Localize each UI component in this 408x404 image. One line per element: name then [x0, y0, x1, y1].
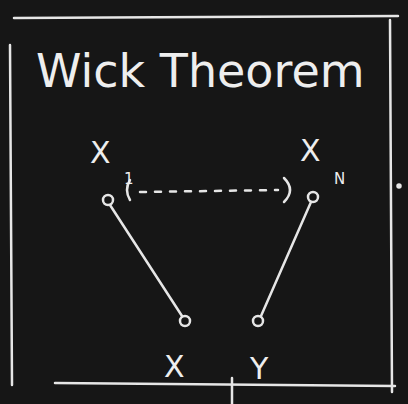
dotted-ellipsis — [140, 190, 278, 192]
frame-top — [14, 16, 398, 18]
paren-right — [284, 178, 290, 202]
chalk-tick — [231, 378, 234, 404]
subscript: N — [334, 172, 345, 187]
field-symbol: X — [90, 138, 111, 168]
field-symbol: X — [164, 352, 185, 382]
field-symbol: Y — [250, 354, 268, 384]
frame-bottom — [55, 383, 395, 386]
chalk-dot — [398, 185, 401, 188]
vertex-dot — [103, 195, 113, 205]
contraction-line — [261, 202, 311, 316]
field-symbol: X — [300, 136, 321, 166]
frame-left — [10, 45, 12, 385]
frame-right — [390, 20, 392, 392]
vertex-dot — [253, 316, 263, 326]
subscript: 1 — [124, 172, 134, 187]
board-title: Wick Theorem — [36, 48, 365, 94]
vertex-dot — [180, 316, 190, 326]
vertex-dot — [308, 192, 318, 202]
contraction-line — [110, 205, 182, 316]
